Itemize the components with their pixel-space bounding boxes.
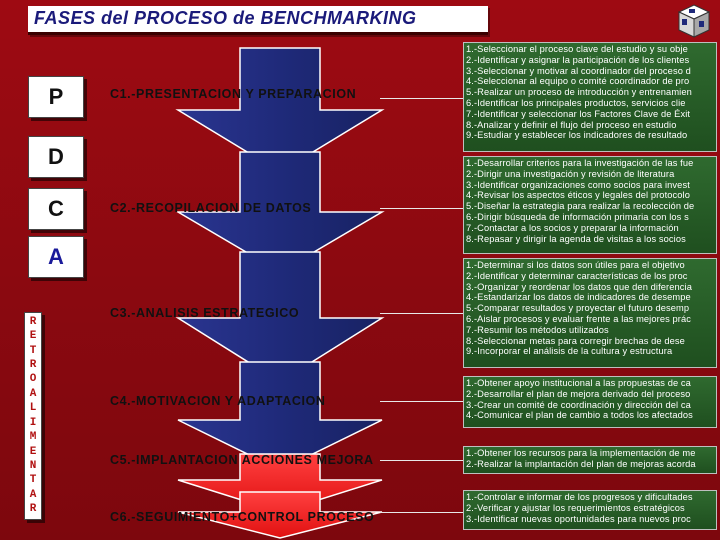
phase-label-c5: C5.-IMPLANTACION ACCIONES MEJORA: [110, 453, 374, 467]
phase-label-c6: C6.-SEGUIMIENTO+CONTROL PROCESO: [110, 510, 375, 524]
cube-logo-icon: [677, 4, 711, 38]
phase-arrow-c2: [175, 151, 385, 273]
step-item: 1.-Controlar e informar de los progresos…: [466, 492, 693, 502]
step-item: 3.-Crear un comité de coordinación y dir…: [466, 399, 691, 410]
connector-line: [380, 512, 463, 513]
step-item: 5.-Realizar un proceso de introducción y…: [466, 87, 692, 98]
phase-arrow-c6: [177, 491, 383, 539]
step-item: 3.-Organizar y reordenar los datos que d…: [466, 281, 692, 292]
phase-label-c3: C3.-ANALISIS ESTRATEGICO: [110, 306, 300, 320]
step-item: 4.-Seleccionar al equipo o comité coordi…: [466, 76, 690, 87]
step-item: 7.-Resumir los métodos utilizados: [466, 324, 609, 335]
retro-letter: N: [29, 459, 37, 472]
step-item: 1.-Desarrollar criterios para la investi…: [466, 158, 694, 168]
steps-box-c1: 1.-Seleccionar el proceso clave del estu…: [463, 42, 717, 152]
phase-label-c1: C1.-PRESENTACION Y PREPARACION: [110, 87, 357, 101]
pdca-act-box: A: [28, 236, 84, 278]
connector-line: [380, 460, 463, 461]
step-item: 2.-Desarrollar el plan de mejora derivad…: [466, 388, 691, 399]
connector-line: [380, 98, 463, 99]
retro-letter: A: [29, 488, 37, 501]
pdca-check-box: C: [28, 188, 84, 230]
phase-arrow-c5: [177, 453, 383, 513]
step-item: 4.-Comunicar el plan de cambio a todos l…: [466, 410, 693, 421]
step-item: 1.-Determinar si los datos son útiles pa…: [466, 260, 685, 270]
step-item: 3.-Seleccionar y motivar al coordinador …: [466, 65, 691, 76]
step-item: 2.-Identificar y determinar característi…: [466, 270, 688, 281]
phase-label-c4: C4.-MOTIVACION Y ADAPTACION: [110, 394, 326, 408]
step-item: 8.-Repasar y dirigir la agenda de visita…: [466, 233, 686, 244]
pdca-do-box: D: [28, 136, 84, 178]
steps-box-c2: 1.-Desarrollar criterios para la investi…: [463, 156, 717, 254]
step-item: 8.-Analizar y definir el flujo del proce…: [466, 119, 677, 130]
step-item: 6.-Identificar los principales productos…: [466, 97, 686, 108]
retro-letter: R: [29, 315, 37, 328]
retro-letter: T: [29, 344, 37, 357]
step-item: 2.-Realizar la implantación del plan de …: [466, 458, 696, 469]
step-item: 5.-Comparar resultados y proyectar el fu…: [466, 303, 690, 314]
step-item: 9.-Estudiar y establecer los indicadores…: [466, 130, 688, 141]
step-item: 3.-Identificar organizaciones como socio…: [466, 179, 690, 190]
step-item: 5.-Diseñar la estrategia para realizar l…: [466, 201, 695, 212]
phase-label-c2: C2.-RECOPILACION DE DATOS: [110, 201, 312, 215]
step-item: 9.-Incorporar el análisis de la cultura …: [466, 346, 673, 357]
step-item: 4.-Revisar los aspectos éticos y legales…: [466, 190, 690, 201]
retro-letter: E: [29, 445, 37, 458]
phase-arrow-c1: [175, 47, 385, 173]
retro-letter: R: [29, 503, 37, 516]
retro-letter: R: [29, 358, 37, 371]
connector-line: [380, 313, 463, 314]
step-item: 2.-Dirigir una investigación y revisión …: [466, 168, 675, 179]
step-item: 2.-Verificar y ajustar los requerimiento…: [466, 502, 685, 513]
steps-box-c5: 1.-Obtener los recursos para la implemen…: [463, 446, 717, 474]
retro-letter: M: [29, 431, 37, 444]
step-item: 3.-Identificar nuevas oportunidades para…: [466, 513, 691, 524]
retro-letter: E: [29, 330, 37, 343]
connector-line: [380, 401, 463, 402]
retroalimentar-label: R E T R O A L I M E N T A R: [24, 312, 42, 520]
connector-line: [380, 208, 463, 209]
phase-arrow-c4: [177, 361, 383, 471]
steps-box-c6: 1.-Controlar e informar de los progresos…: [463, 490, 717, 530]
step-item: 2.-Identificar y asignar la participació…: [466, 54, 690, 65]
title-bar: FASES del PROCESO de BENCHMARKING: [28, 6, 488, 35]
pdca-plan-box: P: [28, 76, 84, 118]
retro-letter: T: [29, 474, 37, 487]
step-item: 4.-Estandarizar los datos de indicadores…: [466, 292, 691, 303]
step-item: 8.-Seleccionar metas para corregir brech…: [466, 335, 685, 346]
step-item: 7.-Contactar a los socios y preparar la …: [466, 222, 679, 233]
retro-letter: O: [29, 373, 37, 386]
step-item: 1.-Obtener los recursos para la implemen…: [466, 448, 696, 458]
step-item: 6.-Dirigir búsqueda de información prima…: [466, 211, 689, 222]
steps-box-c3: 1.-Determinar si los datos son útiles pa…: [463, 258, 717, 368]
step-item: 6.-Aislar procesos y evaluar frente a la…: [466, 313, 692, 324]
steps-box-c4: 1.-Obtener apoyo institucional a las pro…: [463, 376, 717, 428]
retro-letter: I: [29, 416, 37, 429]
retro-letter: A: [29, 387, 37, 400]
step-item: 1.-Seleccionar el proceso clave del estu…: [466, 44, 688, 54]
phase-arrow-c3: [175, 251, 385, 383]
step-item: 7.-Identificar y seleccionar los Factore…: [466, 108, 691, 119]
page-title: FASES del PROCESO de BENCHMARKING: [34, 8, 417, 28]
step-item: 1.-Obtener apoyo institucional a las pro…: [466, 378, 691, 388]
retro-letter: L: [29, 402, 37, 415]
